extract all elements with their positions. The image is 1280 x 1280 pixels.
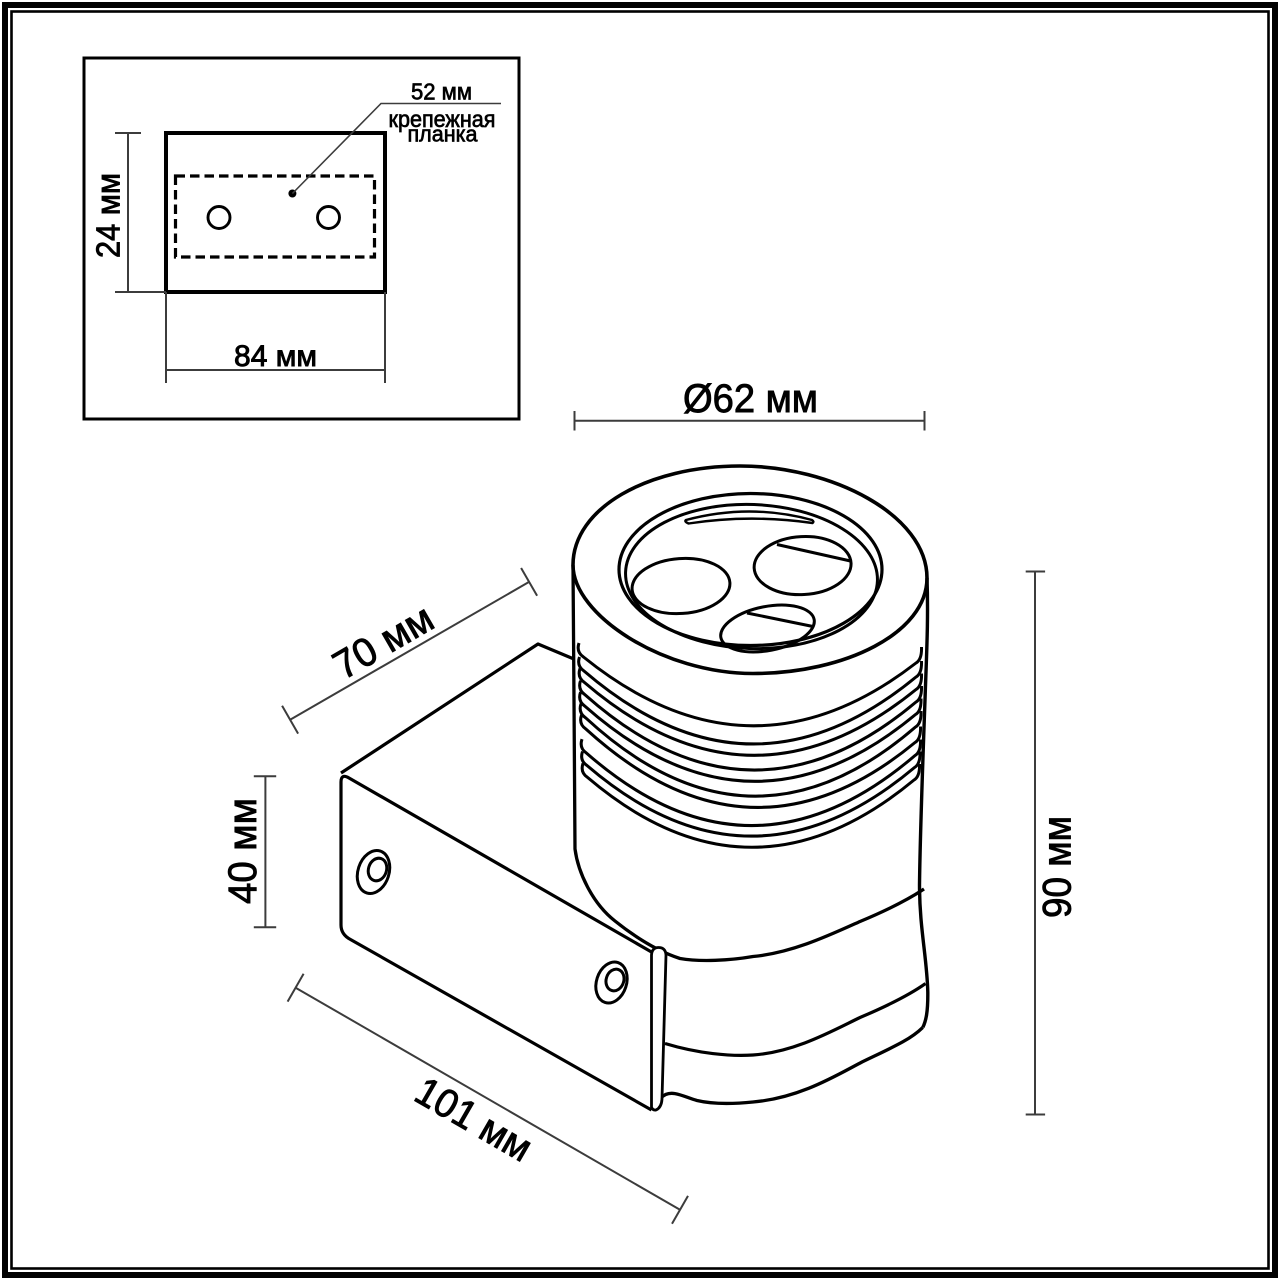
svg-text:Ø62 мм: Ø62 мм — [683, 377, 818, 421]
svg-text:планка: планка — [408, 122, 479, 147]
svg-text:52 мм: 52 мм — [411, 79, 472, 105]
svg-text:24 мм: 24 мм — [90, 173, 127, 258]
svg-text:40 мм: 40 мм — [221, 798, 265, 904]
svg-text:84 мм: 84 мм — [234, 340, 317, 373]
svg-text:крепежная: крепежная — [389, 106, 496, 132]
svg-text:90 мм: 90 мм — [1036, 816, 1080, 918]
